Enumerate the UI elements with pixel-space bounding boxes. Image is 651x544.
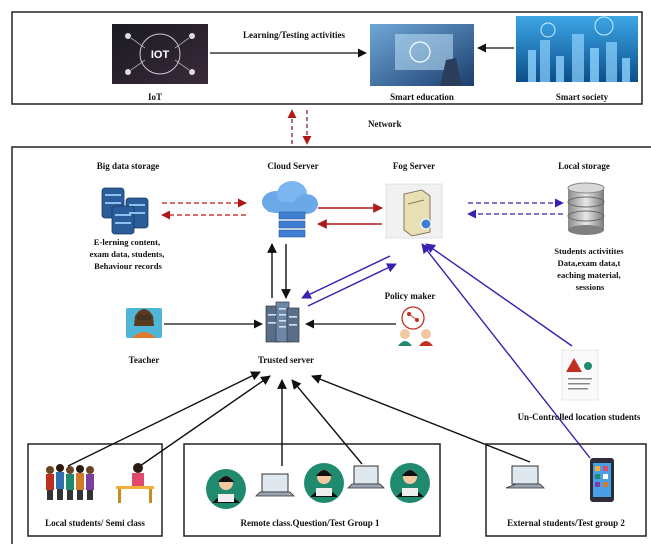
phone-to-fog-arrow xyxy=(421,243,591,459)
iot-image-text: IOT xyxy=(151,49,170,61)
smartphone-icon xyxy=(590,458,614,502)
network-label: Network xyxy=(368,119,402,129)
teacher-icon xyxy=(126,308,162,338)
trusted-to-fog-arrow xyxy=(307,263,397,307)
local-desk-to-trusted-arrow xyxy=(139,375,271,467)
big-data-line-2: exam data, students, xyxy=(89,249,164,259)
teacher-label: Teacher xyxy=(129,355,160,365)
laptop-icon xyxy=(255,473,295,497)
smart-society-label: Smart society xyxy=(556,92,609,102)
local-students-to-trusted-arrow xyxy=(67,371,261,467)
uncontrolled-to-fog-arrow xyxy=(425,243,573,347)
local-students-icon xyxy=(46,463,154,503)
local-students-frame xyxy=(27,443,163,537)
uncontrolled-students-label: Un-Controlled location students xyxy=(518,412,641,422)
student-desk-icon xyxy=(116,463,154,503)
local-storage-line-1: Students activitites xyxy=(554,246,624,256)
big-data-title: Big data storage xyxy=(97,161,160,171)
student-avatar-icon xyxy=(304,463,344,503)
remote-class-icons xyxy=(206,463,430,509)
fog-to-trusted-arrow xyxy=(301,255,391,299)
iot-image: IOT xyxy=(112,24,208,84)
cloud-server-icon xyxy=(262,181,318,238)
big-data-line-3: Behaviour records xyxy=(94,261,162,271)
local-storage-title: Local storage xyxy=(558,161,610,171)
policy-maker-icon xyxy=(398,306,433,346)
external-to-trusted-arrow xyxy=(311,374,531,463)
local-storage-line-2: Data,exam data,t xyxy=(558,258,621,268)
main-frame xyxy=(11,146,651,544)
laptop-icon xyxy=(347,465,385,489)
cloud-server-title: Cloud Server xyxy=(267,161,318,171)
smart-society-image xyxy=(516,16,638,82)
iot-label: IoT xyxy=(148,92,162,102)
big-data-description: E-lerning content, exam data, students, … xyxy=(89,237,166,271)
top-band-frame xyxy=(11,11,643,105)
local-storage-line-3: eaching material, xyxy=(557,270,620,280)
trusted-server-icon xyxy=(265,301,300,343)
policy-maker-title: Policy maker xyxy=(385,291,436,301)
uncontrolled-students-icon xyxy=(561,349,599,401)
smart-education-image xyxy=(370,24,474,86)
local-storage-description: Students activitites Data,exam data,t ea… xyxy=(554,246,626,292)
local-storage-drum-icon xyxy=(567,182,605,235)
remote-class-frame xyxy=(183,443,441,537)
external-students-label: External students/Test group 2 xyxy=(507,518,625,528)
external-students-frame xyxy=(485,443,647,537)
student-avatar-icon xyxy=(390,463,430,503)
student-avatar-icon xyxy=(206,469,246,509)
fog-server-icon xyxy=(385,183,443,239)
link-label: Learning/Testing activities xyxy=(243,30,345,40)
fog-server-title: Fog Server xyxy=(393,161,435,171)
big-data-line-1: E-lerning content, xyxy=(94,237,160,247)
remote-laptop2-to-trusted-arrow xyxy=(291,379,363,465)
smart-education-label: Smart education xyxy=(390,92,454,102)
external-laptop-icon xyxy=(505,465,545,489)
remote-class-label: Remote class.Question/Test Group 1 xyxy=(240,518,380,528)
local-students-label: Local students/ Semi class xyxy=(45,518,145,528)
local-storage-line-4: sessions xyxy=(576,282,605,292)
database-icon xyxy=(101,187,149,235)
trusted-server-title: Trusted server xyxy=(258,355,314,365)
